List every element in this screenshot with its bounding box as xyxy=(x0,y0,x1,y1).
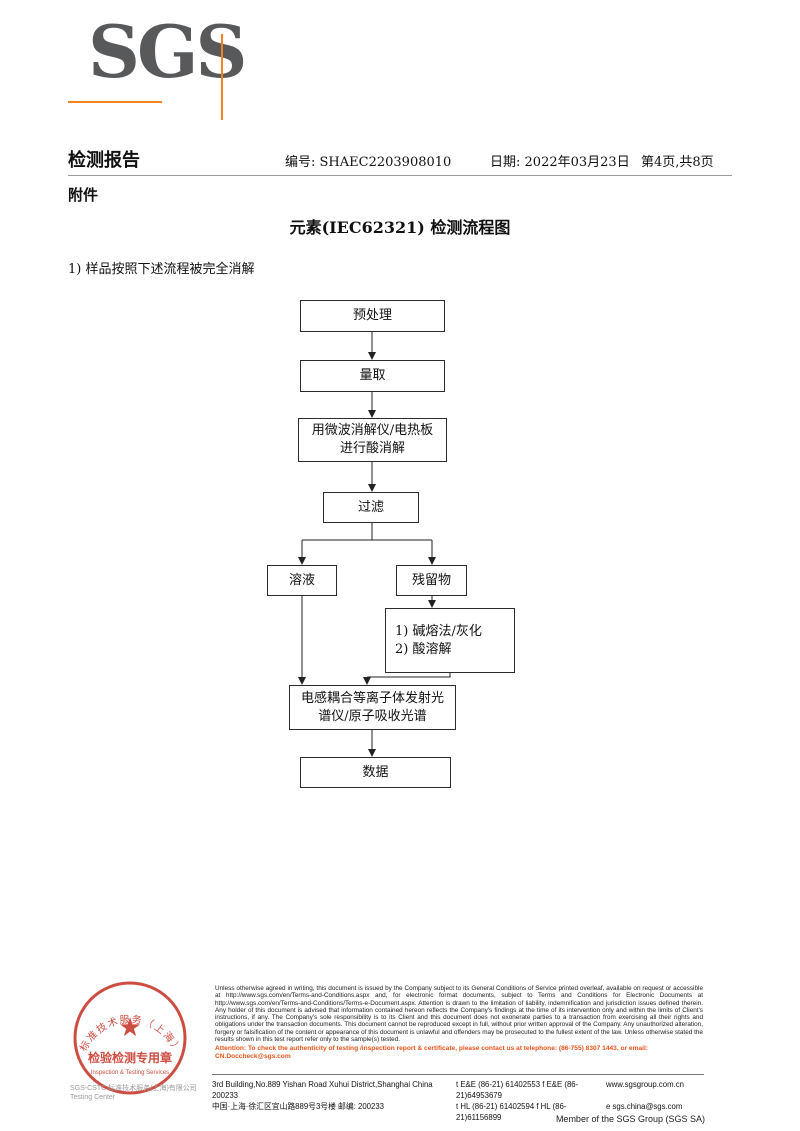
flow-node-alkali-fusion: 1) 碱熔法/灰化 2) 酸溶解 xyxy=(385,608,515,673)
stamp-label: 检验检测专用章 xyxy=(88,1050,172,1065)
address-en: 3rd Building,No.889 Yishan Road Xuhui Di… xyxy=(212,1080,433,1100)
flow-node-pretreatment: 预处理 xyxy=(300,300,445,332)
report-date: 日期: 2022年03月23日 xyxy=(490,151,630,170)
flow-node-residue: 残留物 xyxy=(396,565,467,596)
flow-node-data: 数据 xyxy=(300,757,451,788)
header-divider xyxy=(68,175,732,176)
flow-node-filter: 过滤 xyxy=(323,492,419,523)
company-name-cn: SGS-CSTC 标准技术服务(上海)有限公司 xyxy=(70,1085,197,1092)
flow-node-solution: 溶液 xyxy=(267,565,337,596)
report-title: 检测报告 xyxy=(68,150,140,171)
stamp-subtitle: Inspection & Testing Services xyxy=(91,1070,169,1076)
attachment-label: 附件 xyxy=(68,186,99,204)
logo-vertical-accent-line xyxy=(221,34,223,120)
report-date-label: 日期: xyxy=(490,155,521,170)
page-indicator: 第4页,共8页 xyxy=(641,155,714,170)
company-name-en: Testing Center xyxy=(70,1094,116,1101)
report-number: 编号: SHAEC2203908010 xyxy=(285,151,451,170)
flow-node-acid-digestion: 用微波消解仪/电热板 进行酸消解 xyxy=(298,418,447,462)
sgs-logo: SGS xyxy=(88,9,247,94)
footer-legal: Unless otherwise agreed in writing, this… xyxy=(215,985,703,1060)
inspection-stamp: 标准技术服务（上海）有限公司 ★ 检验检测专用章 Inspection & Te… xyxy=(63,976,187,1095)
flowchart-note: 1) 样品按照下述流程被完全消解 xyxy=(68,262,255,277)
disclaimer-text: Unless otherwise agreed in writing, this… xyxy=(215,985,703,1044)
attention-text: Attention: To check the authenticity of … xyxy=(215,1045,648,1060)
star-icon: ★ xyxy=(118,1012,141,1042)
sgs-member-line: Member of the SGS Group (SGS SA) xyxy=(555,1114,705,1124)
flow-node-icp-aas: 电感耦合等离子体发射光 谱仪/原子吸收光谱 xyxy=(289,685,456,730)
flow-node-measure: 量取 xyxy=(300,360,445,392)
logo-horizontal-accent-line xyxy=(68,101,162,103)
report-number-value: SHAEC2203908010 xyxy=(319,155,452,170)
phone-fax-hl: t HL (86-21) 61402594 f HL (86-21)611568… xyxy=(456,1102,567,1122)
flowchart-title: 元素(IEC62321) 检测流程图 xyxy=(289,218,511,237)
address-block: 3rd Building,No.889 Yishan Road Xuhui Di… xyxy=(212,1074,704,1123)
report-number-label: 编号: xyxy=(285,155,316,170)
website-text: www.sgsgroup.com.cn xyxy=(606,1080,684,1089)
email-text: e sgs.china@sgs.com xyxy=(606,1102,683,1111)
phone-fax-ee: t E&E (86-21) 61402553 f E&E (86-21)6495… xyxy=(456,1080,579,1100)
address-cn: 中国·上海·徐汇区宜山路889号3号楼 邮编: 200233 xyxy=(212,1102,385,1111)
report-date-value: 2022年03月23日 xyxy=(524,155,630,170)
company-name-block: SGS-CSTC 标准技术服务(上海)有限公司 Testing Center xyxy=(70,1084,197,1102)
